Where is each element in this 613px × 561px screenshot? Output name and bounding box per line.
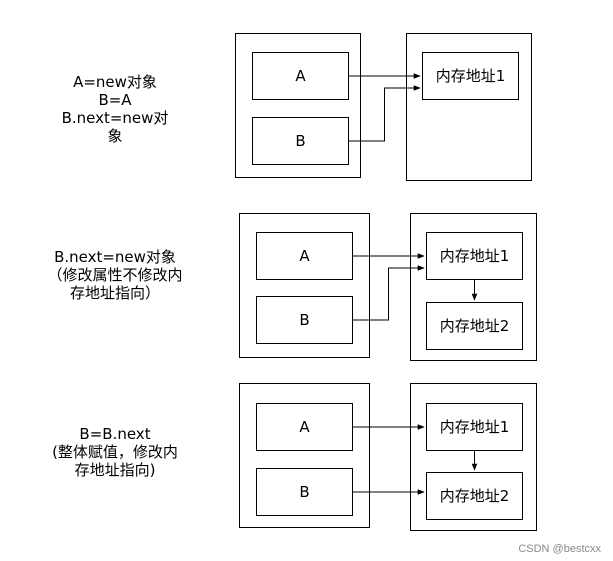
panel-3-mem-bottom-box [426,472,523,520]
panel-2-caption-line-1: B.next=new对象 [54,248,176,266]
panel-2-caption-line-2: （修改属性不修改内 [47,266,183,284]
panel-3-mem-top-box [426,403,523,451]
panel-3-caption-line-2: (整体赋值，修改内 [52,443,178,461]
panel-1-var-a-label: A [295,67,306,85]
panel-1-var-b-label: B [295,132,305,150]
panel-2-arrow-b-to-mem1 [352,265,425,321]
panel-1-arrow-b-to-mem1 [348,85,421,142]
panel-3-mem-bottom-label: 内存地址2 [440,487,510,505]
panel-3-var-a-label: A [299,418,310,436]
panel-2-mem-top-box [426,232,523,280]
panel-3-var-b-box [256,468,353,516]
panel-2-mem-bottom-label: 内存地址2 [440,317,510,335]
panel-1-mem-top-label: 内存地址1 [436,67,506,85]
panel-3-var-b-label: B [299,483,309,501]
panel-1-caption-line-2: B=A [98,91,132,109]
panel-1-mem-top-box [422,52,519,100]
panel-3-caption-line-1: B=B.next [79,425,151,443]
panel-2-caption: B.next=new对象 （修改属性不修改内 存地址指向） [30,248,200,302]
panel-1-caption-line-4: 象 [107,127,123,145]
panel-1-caption-line-1: A=new对象 [73,73,157,91]
panel-2-var-b-label: B [299,311,309,329]
panel-2-var-a-label: A [299,247,310,265]
panel-3-caption: B=B.next (整体赋值，修改内 存地址指向) [30,425,200,479]
panel-2-var-a-box [256,232,353,280]
watermark-text: CSDN @bestcxx [518,543,601,555]
panel-1-caption: A=new对象 B=A B.next=new对 象 [40,73,190,145]
panel-2-mem-bottom-box [426,302,523,350]
panel-3-mem-top-label: 内存地址1 [440,418,510,436]
panel-2-mem-top-label: 内存地址1 [440,247,510,265]
panel-2-caption-line-3: 存地址指向） [69,284,160,302]
panel-3-caption-line-3: 存地址指向) [74,461,156,479]
panel-3-var-a-box [256,403,353,451]
panel-1-caption-line-3: B.next=new对 [61,109,169,127]
